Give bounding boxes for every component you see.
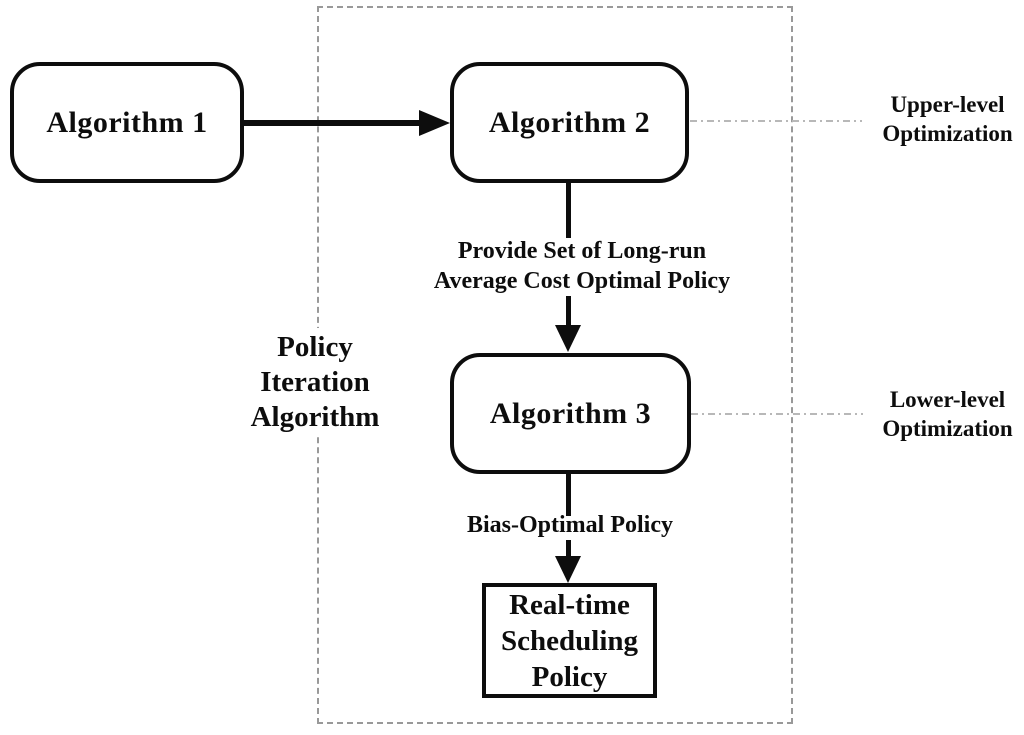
- node-algorithm-3: Algorithm 3: [450, 353, 691, 474]
- annotation-upper-level-line2: Optimization: [882, 121, 1013, 146]
- arrow-algo1-to-algo2-head: [419, 110, 450, 136]
- node-realtime-label-line3: Policy: [531, 660, 608, 693]
- edge-label-provide-set-line1: Provide Set of Long-run: [457, 238, 707, 264]
- arrow-to-realtime-head: [555, 556, 581, 583]
- node-algorithm-1: Algorithm 1: [10, 62, 244, 183]
- annotation-policy-iteration-line1: Policy: [277, 331, 353, 363]
- annotation-lower-level-line1: Lower-level: [889, 387, 1006, 412]
- annotation-upper-level-line1: Upper-level: [890, 92, 1005, 117]
- edge-label-provide-set: Provide Set of Long-run Average Cost Opt…: [400, 236, 764, 296]
- annotation-lower-level-line2: Optimization: [882, 416, 1013, 441]
- lower-level-connector-line: [691, 413, 863, 415]
- annotation-lower-level-optimization: Lower-level Optimization: [860, 385, 1024, 443]
- annotation-policy-iteration-algorithm: Policy Iteration Algorithm: [205, 328, 425, 437]
- edge-label-bias-optimal: Bias-Optimal Policy: [467, 512, 673, 538]
- arrow-to-algo3-stem: [566, 296, 571, 326]
- arrow-algo3-down-stem: [566, 472, 571, 516]
- annotation-policy-iteration-line2: Iteration: [260, 366, 370, 398]
- node-algorithm-3-label: Algorithm 3: [489, 396, 652, 430]
- annotation-upper-level-optimization: Upper-level Optimization: [860, 90, 1024, 148]
- node-algorithm-2: Algorithm 2: [450, 62, 689, 183]
- node-algorithm-2-label: Algorithm 2: [488, 105, 651, 139]
- arrow-algo1-to-algo2-stem: [243, 120, 423, 126]
- arrow-to-realtime-stem: [566, 540, 571, 560]
- arrow-algo2-down-stem: [566, 178, 571, 238]
- annotation-policy-iteration-line3: Algorithm: [250, 401, 380, 433]
- node-algorithm-1-label: Algorithm 1: [46, 105, 208, 139]
- node-realtime-scheduling-policy: Real-time Scheduling Policy: [482, 583, 657, 698]
- node-realtime-label-line2: Scheduling: [501, 624, 638, 657]
- edge-label-provide-set-line2: Average Cost Optimal Policy: [433, 268, 731, 294]
- node-realtime-label-line1: Real-time: [509, 588, 630, 621]
- upper-level-connector-line: [690, 120, 862, 122]
- arrow-to-algo3-head: [555, 325, 581, 352]
